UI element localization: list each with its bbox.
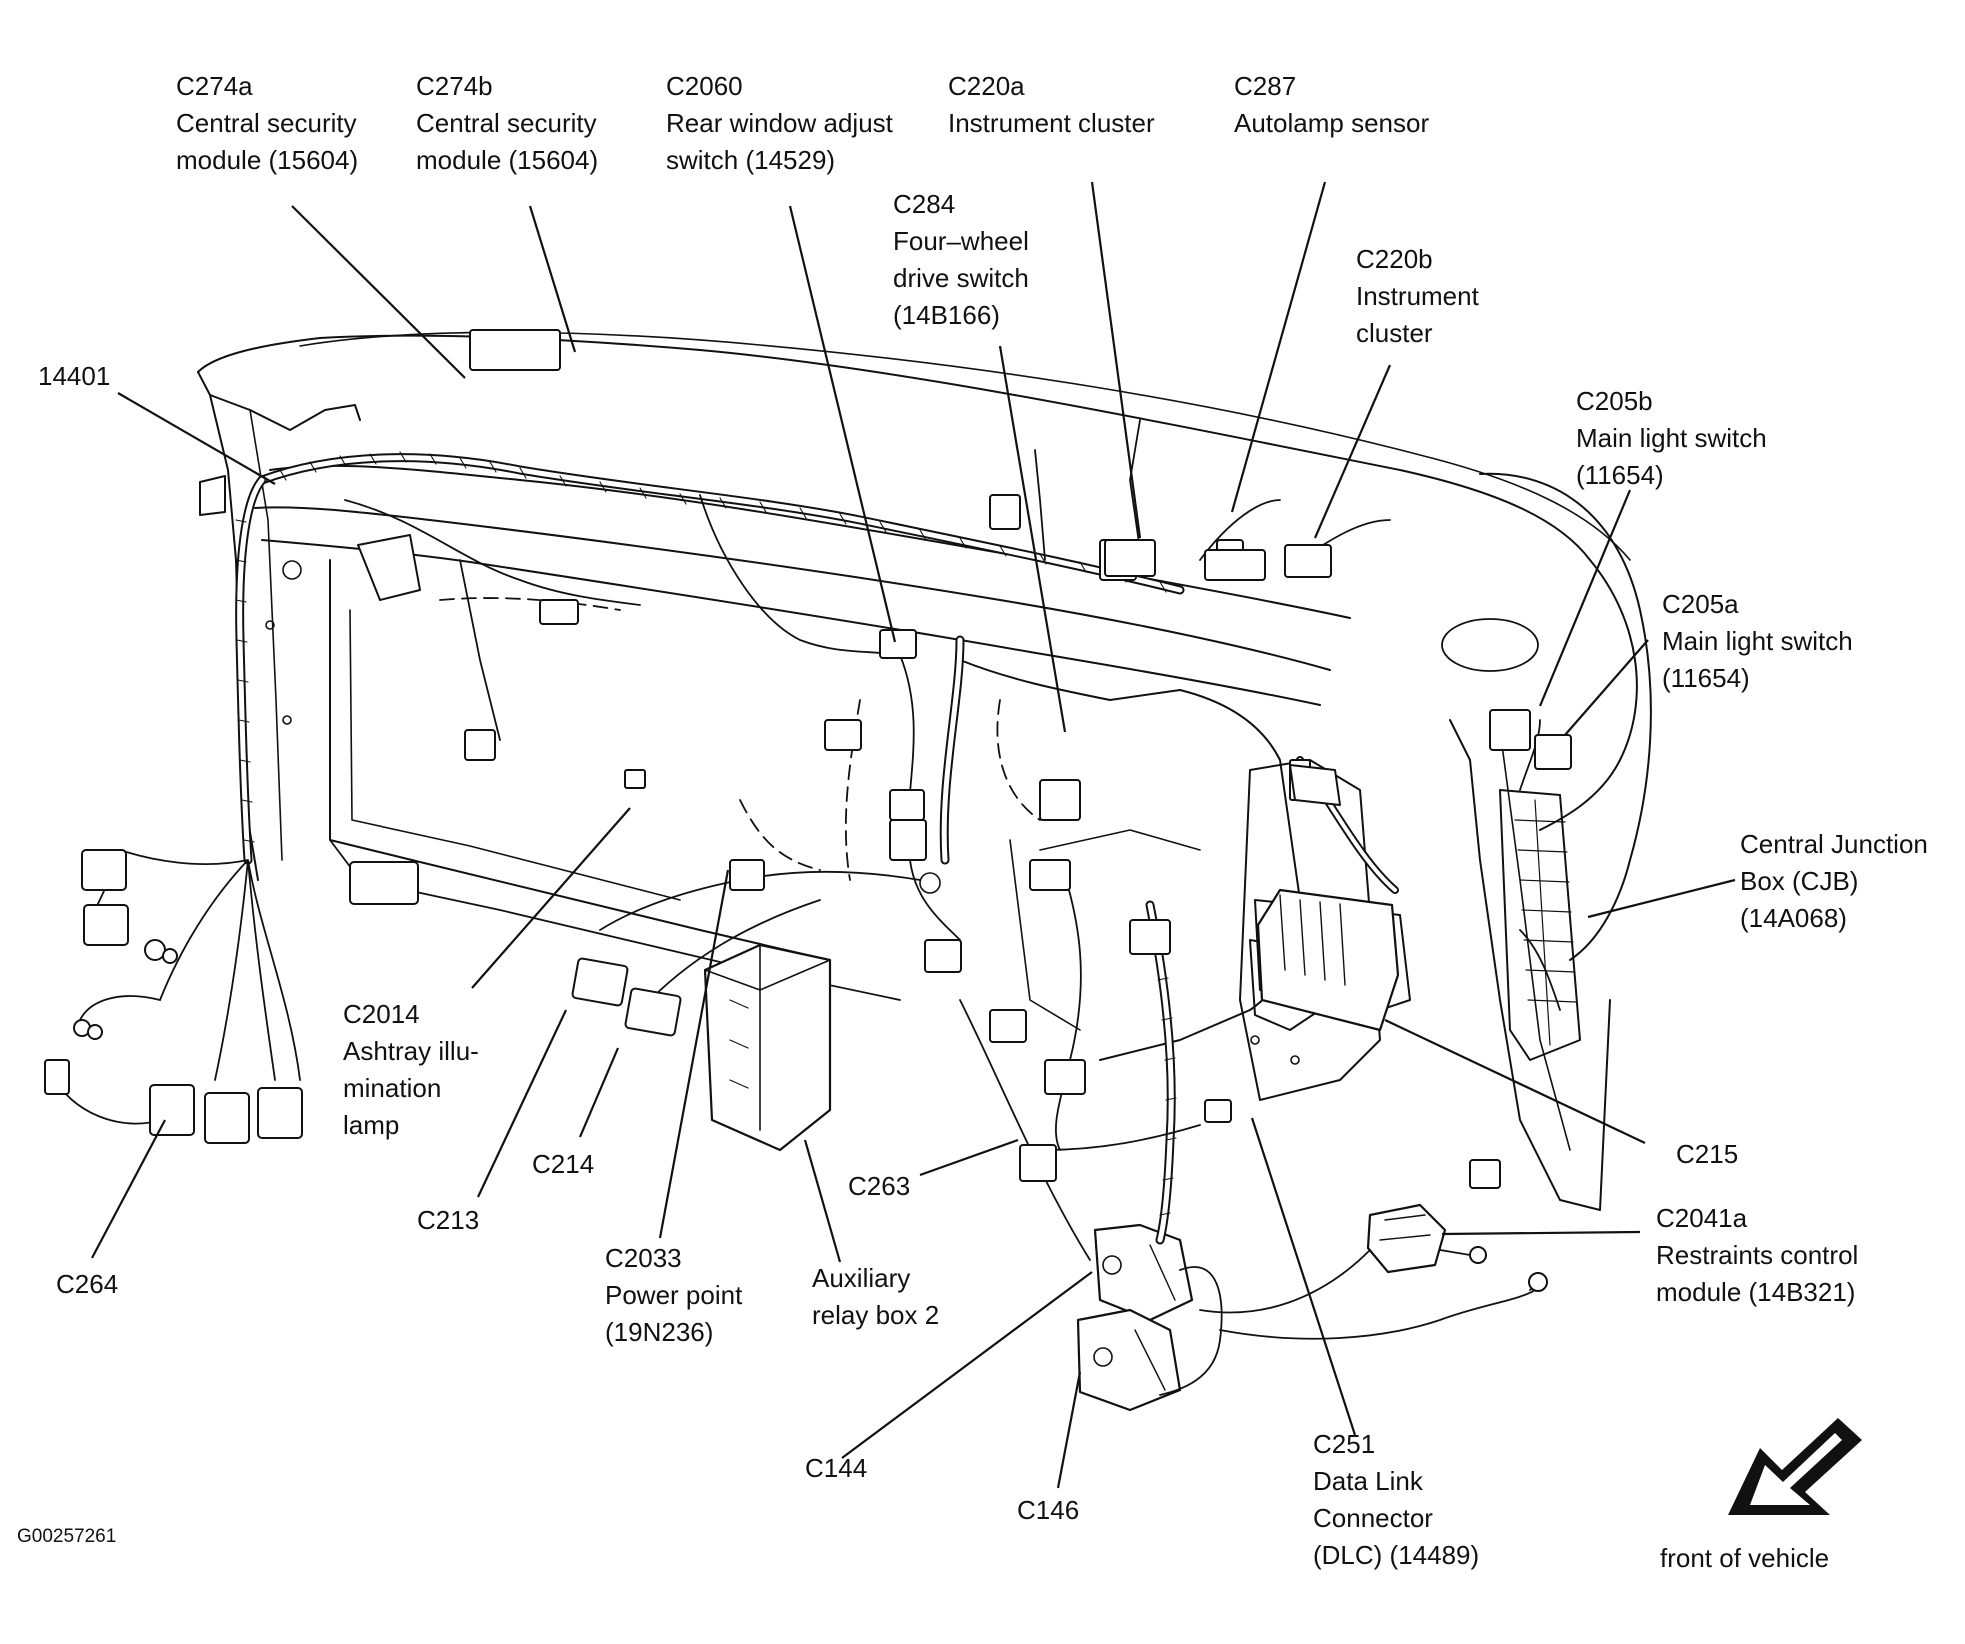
lower-panel-inner (350, 610, 680, 900)
leader-c284 (998, 345, 1067, 733)
dash-left-side (210, 395, 258, 880)
label-c146: C146 (1017, 1495, 1080, 1525)
auxiliary-relay-box (705, 945, 830, 1150)
leader-c146 (1056, 1371, 1082, 1489)
label-c214: C214 (532, 1149, 595, 1179)
dash-left-cap (198, 372, 360, 430)
leader-c214 (578, 1047, 620, 1138)
upper-rail (270, 466, 1350, 618)
leader-c215 (1384, 1019, 1646, 1144)
cross-car-beam-top (255, 507, 1330, 670)
front-of-vehicle-arrow (1728, 1418, 1862, 1515)
label-c215: C215 (1676, 1139, 1739, 1169)
label-c263: C263 (848, 1171, 911, 1201)
leader-c274a (291, 205, 466, 379)
restraints-module-connector (1368, 1205, 1445, 1272)
leader-c205b (1538, 489, 1632, 707)
mounting-holes (266, 561, 1299, 1064)
dashboard-artwork (45, 330, 1651, 1410)
label-c264: C264 (56, 1269, 119, 1299)
center-relay-module (1258, 890, 1398, 1030)
center-stack-inner (1010, 830, 1200, 1030)
leader-cjb (1587, 878, 1736, 919)
dash-right-bulge (1480, 474, 1651, 960)
leader-c251 (1250, 1117, 1357, 1436)
label-14401: 14401 (38, 361, 111, 391)
dash-oval-opening (1442, 619, 1538, 671)
small-connectors (45, 330, 1571, 1188)
label-c144: C144 (805, 1453, 868, 1483)
leader-14401 (117, 392, 276, 485)
leader-c205a (1564, 639, 1649, 736)
ring-terminals (74, 940, 1547, 1291)
dash-left-side-inner (250, 410, 282, 860)
thin-wires (55, 420, 1560, 1339)
leader-c220b (1313, 364, 1392, 539)
leader-c220a (1090, 181, 1142, 539)
leader-c2060 (788, 205, 897, 643)
right-kick-panel-inner (1500, 730, 1570, 1150)
brackets (200, 476, 1340, 805)
center-stack-outline (960, 660, 1300, 1060)
leader-lines (91, 181, 1736, 1489)
leader-c264 (91, 1119, 166, 1259)
steering-column-box (1240, 760, 1380, 1100)
lower-panel-outline (330, 560, 820, 958)
front-of-vehicle-label: front of vehicle (1660, 1543, 1830, 1573)
leader-c274b (528, 205, 577, 353)
central-junction-box (1500, 790, 1580, 1060)
right-kick-panel (1450, 720, 1610, 1210)
leader-c263 (919, 1138, 1019, 1177)
leader-aux (803, 1139, 842, 1263)
leader-c2041a (1441, 1230, 1641, 1236)
bulkhead-connectors (1078, 1225, 1222, 1410)
cross-car-beam-bottom (262, 540, 1320, 705)
leader-c213 (477, 1009, 567, 1198)
leader-c2033 (658, 869, 730, 1239)
leader-c2014 (471, 807, 631, 989)
leader-c287 (1230, 181, 1327, 513)
label-c213: C213 (417, 1205, 480, 1235)
figure-id: G00257261 (17, 1526, 117, 1547)
leader-c144 (841, 1271, 1093, 1459)
